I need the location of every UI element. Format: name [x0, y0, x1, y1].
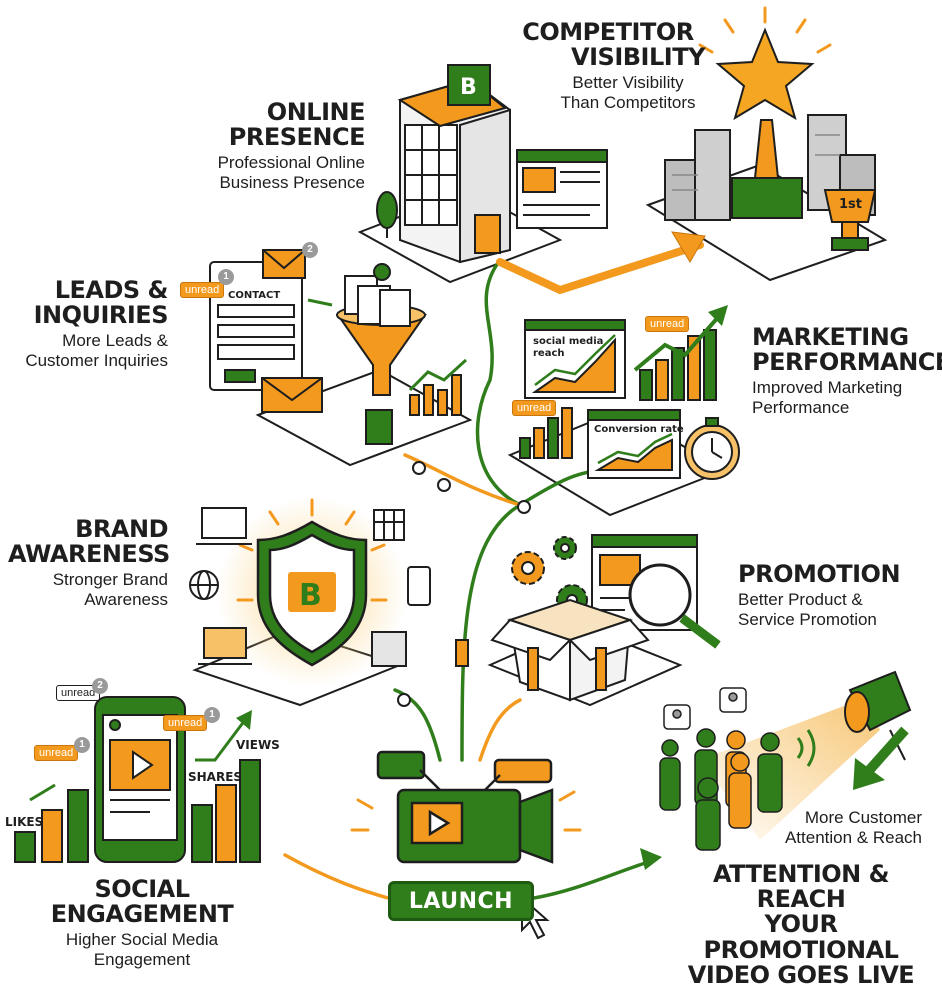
social-reach-text-1: social media [533, 336, 604, 347]
svg-text:B: B [460, 75, 477, 100]
social-arrow-left [29, 783, 56, 802]
open-box-icon [490, 598, 650, 702]
attention-sub-label: More Customer Attention & Reach [730, 805, 922, 848]
conversion-dashboard [587, 409, 681, 479]
promotion-title-1: PROMOTION [738, 560, 901, 588]
online-title-1: ONLINE [266, 98, 366, 126]
marketing-trend-arrow-head [708, 305, 728, 326]
contact-form-icon [209, 261, 303, 391]
attention-sub-2: Attention & Reach [784, 828, 922, 848]
unread-chip-marketing-2: unread [512, 400, 557, 416]
camera-rays [350, 790, 582, 832]
promotion-label: PROMOTION Better Product & Service Promo… [738, 560, 938, 630]
competitor-title-2: VISIBILITY [571, 43, 705, 72]
social-arrow-head [236, 710, 252, 730]
social-reach-text-2: reach [533, 348, 565, 359]
marketing-trend-arrow [633, 313, 722, 372]
marketing-title-1: MARKETING [752, 323, 909, 351]
funnel-icon [307, 263, 427, 445]
marketing-bars [519, 329, 717, 459]
marketing-sub-1: Improved Marketing [752, 378, 903, 398]
phone-icon [94, 696, 186, 863]
unread-chip-marketing-1: unread [645, 316, 690, 332]
building-icon: B [376, 64, 511, 264]
likes-text: LIKES [5, 815, 44, 829]
online-sub-2: Business Presence [219, 173, 365, 193]
leads-label: LEADS & INQUIRIES More Leads & Customer … [8, 276, 169, 371]
social-reach-dashboard [524, 319, 626, 399]
spotlight-icon [844, 670, 912, 761]
badge-social-1: 1 [204, 707, 220, 723]
marketing-sub-2: Performance [752, 398, 850, 418]
brand-sub-2: Awareness [84, 590, 168, 610]
promotion-sub-2: Service Promotion [738, 610, 877, 630]
brand-sub-1: Stronger Brand [52, 570, 168, 590]
leads-title-2: INQUIRIES [33, 301, 169, 330]
online-sub-1: Professional Online [217, 153, 365, 173]
attention-title-1: ATTENTION & REACH [712, 860, 890, 914]
social-sub-1: Higher Social Media [65, 930, 219, 950]
attention-sub-1: More Customer [804, 808, 922, 827]
trophy-rays [698, 6, 832, 54]
path-nodes [397, 461, 531, 707]
attention-title-2: YOUR PROMOTIONAL [703, 910, 899, 964]
social-arrow-right [195, 719, 247, 762]
first-place-text: 1st [839, 197, 862, 212]
badge-leads-1: 1 [218, 269, 234, 285]
connector-paths [283, 241, 704, 900]
video-camera-icon [376, 750, 554, 864]
unread-chip-leads: unread [180, 282, 225, 298]
website-window-icon [516, 149, 608, 229]
unread-chip-social-2: unread [163, 715, 208, 731]
unread-chip-social-1: unread [56, 685, 101, 701]
people-icon [659, 687, 783, 851]
brand-label: BRAND AWARENESS Stronger Brand Awareness [8, 515, 170, 610]
sound-waves [796, 729, 816, 767]
competitor-label: COMPETITOR VISIBILITY Better Visibility … [508, 18, 708, 113]
brand-device-icons [189, 507, 431, 667]
social-bars [14, 759, 261, 863]
brand-title-2: AWARENESS [8, 540, 170, 569]
stopwatch-icon [684, 417, 740, 480]
reach-arrow-head [640, 848, 662, 870]
infographic-scene: B 1st [14, 6, 912, 940]
envelope-icon [261, 249, 323, 413]
leads-sub-2: Customer Inquiries [25, 351, 168, 371]
launch-button[interactable]: LAUNCH [388, 881, 534, 921]
shield-rays [236, 498, 388, 602]
views-text: VIEWS [236, 738, 280, 752]
leads-title-1: LEADS & [54, 276, 169, 304]
leads-chart-icon [408, 358, 468, 416]
online-label: ONLINE PRESENCE Professional Online Busi… [165, 98, 366, 193]
brand-title-1: BRAND [75, 515, 168, 543]
online-title-2: PRESENCE [228, 123, 366, 152]
contact-text: CONTACT [228, 290, 281, 301]
shield-icon: B [256, 520, 368, 667]
social-title-1: SOCIAL ENGAGEMENT [50, 875, 234, 929]
competitor-sub-1: Better Visibility [572, 73, 684, 93]
competitor-sub-2: Than Competitors [560, 93, 696, 113]
marketing-label: MARKETING PERFORMANCE Improved Marketing… [752, 323, 942, 418]
trophy-icon: 1st [664, 27, 877, 251]
social-sub-2: Engagement [93, 950, 191, 970]
competitor-title-1: COMPETITOR [522, 18, 694, 46]
magnifier-icon [628, 563, 721, 649]
svg-text:B: B [299, 578, 322, 613]
spotlight-arrow-head [853, 758, 885, 790]
shares-text: SHARES [188, 770, 243, 784]
badge-social-3: 1 [74, 737, 90, 753]
growth-arrow-head [671, 231, 706, 263]
unread-chip-social-3: unread [34, 745, 79, 761]
leads-sub-1: More Leads & [62, 331, 168, 351]
badge-leads-2: 2 [302, 242, 318, 258]
marketing-title-2: PERFORMANCE [752, 348, 942, 377]
badge-social-2: 2 [92, 678, 108, 694]
attention-title-3: VIDEO GOES LIVE [687, 960, 915, 989]
spotlight-arrow [861, 726, 909, 779]
conversion-rate-text: Conversion rate [594, 424, 684, 435]
social-label: SOCIAL ENGAGEMENT Higher Social Media En… [12, 875, 272, 970]
path-marker [455, 639, 469, 667]
attention-label: ATTENTION & REACH YOUR PROMOTIONAL VIDEO… [670, 860, 932, 989]
promotion-sub-1: Better Product & [738, 590, 863, 610]
